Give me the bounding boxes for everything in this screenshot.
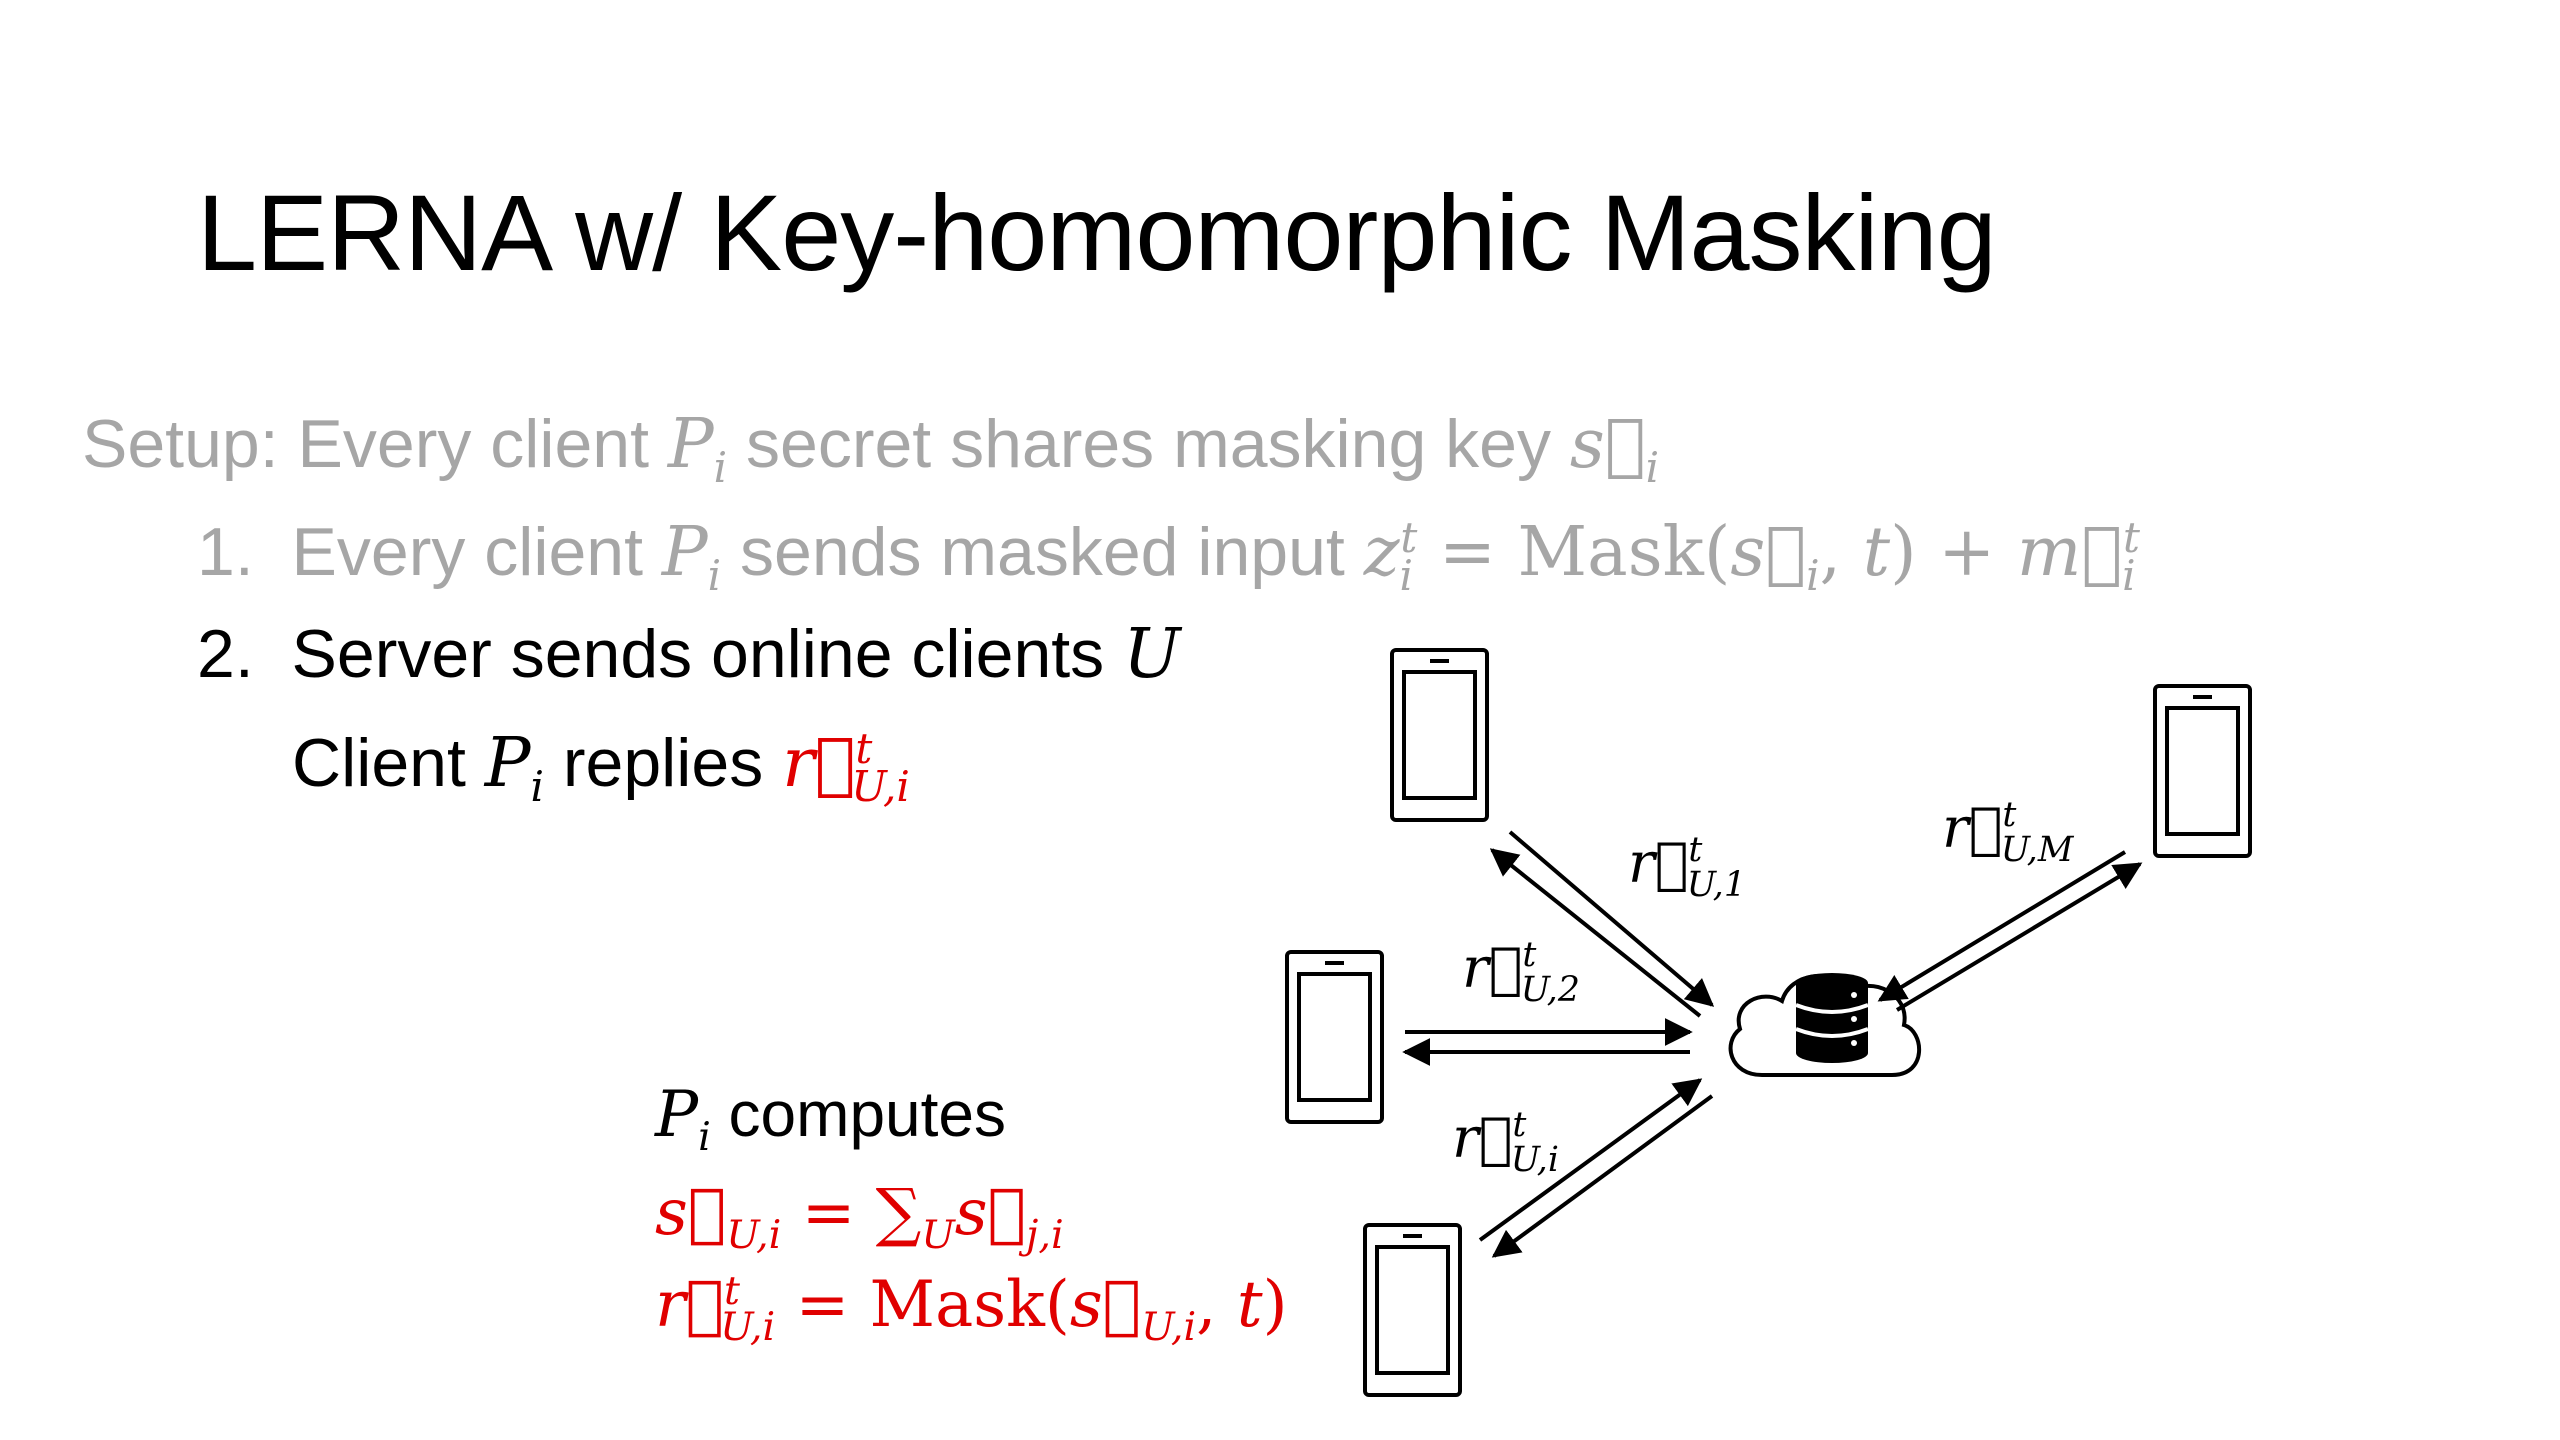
step1-number: 1. — [197, 514, 254, 591]
eq2-r: r⃗ — [655, 1268, 724, 1342]
step1-m-sub: i — [2122, 550, 2136, 600]
arrow-from-server-1 — [1489, 848, 1702, 1018]
step1-s: s⃗ — [1730, 513, 1807, 593]
label-sup: t — [1522, 935, 1537, 975]
arrow-from-server-i — [1491, 1094, 1714, 1258]
step1-z: z — [1363, 513, 1400, 593]
setup-text-a: Every client — [297, 406, 668, 482]
eq1-s: s⃗ — [655, 1176, 727, 1250]
step2-line: 2. Server sends online clients U — [197, 620, 1180, 689]
computes-p: P — [655, 1078, 699, 1152]
eq1-sub2: j,i — [1026, 1211, 1064, 1258]
eq2-s: s⃗ — [1069, 1268, 1142, 1342]
step1-z-sup: t — [1400, 513, 1418, 562]
eq1-s2: s⃗ — [954, 1176, 1027, 1250]
computes-label: computes — [710, 1078, 1007, 1150]
label-sub-i: U,i — [1510, 1139, 1559, 1180]
eq1-sub: U,i — [726, 1211, 782, 1258]
step2-u: U — [1123, 615, 1181, 694]
arrow-to-server-M — [1877, 850, 2127, 1002]
step1-text-b: sends masked input — [721, 514, 1364, 591]
label-sub-1: U,1 — [1686, 864, 1746, 905]
step1-m: m⃗ — [2016, 513, 2123, 593]
setup-text-b: secret shares masking key — [727, 406, 1570, 482]
label-r: r⃗ — [1942, 795, 2003, 861]
step2-r: r⃗ — [782, 724, 856, 804]
setup-s-sub: i — [1645, 442, 1660, 492]
arrow-from-server-M — [1895, 862, 2143, 1012]
step1-text-a: Every client — [291, 514, 662, 591]
step2-text-a: Server sends online clients — [291, 616, 1124, 692]
arrow-to-server-1 — [1508, 830, 1715, 1007]
eq2-close: ) — [1262, 1268, 1288, 1342]
eq1-u: U — [921, 1211, 955, 1258]
phone-icon — [1285, 950, 1384, 1124]
step1-comma: , — [1819, 513, 1863, 593]
step1-i: i — [707, 550, 722, 600]
label-r-U1: r⃗tU,1 — [1628, 830, 1746, 905]
setup-label: Setup: — [82, 406, 279, 482]
cloud-database-icon — [1728, 973, 1922, 1077]
step1-z-sub: i — [1399, 550, 1414, 600]
setup-s: s⃗ — [1569, 405, 1646, 484]
phone-icon — [2153, 684, 2252, 858]
computes-i: i — [698, 1113, 711, 1160]
step1-plus: ) + — [1890, 513, 2017, 593]
step1-eq: = Mask( — [1417, 513, 1731, 593]
arrow-to-server-i — [1478, 1078, 1703, 1242]
step2-r-sub: U,i — [851, 761, 910, 811]
label-sub-M: U,M — [2000, 829, 2074, 870]
step2-number: 2. — [197, 616, 254, 692]
phone-icon — [1363, 1223, 1462, 1397]
computes-eq1: s⃗U,i = ∑Us⃗j,i — [655, 1180, 1064, 1256]
slide-title: LERNA w/ Key-homomorphic Masking — [197, 172, 1997, 293]
step2-p: P — [484, 724, 531, 804]
step1-s-sub: i — [1806, 550, 1820, 600]
eq2-comma: , — [1196, 1268, 1237, 1342]
label-r: r⃗ — [1462, 935, 1523, 1001]
label-r-Ui: r⃗tU,i — [1452, 1105, 1559, 1180]
label-r: r⃗ — [1628, 830, 1689, 896]
eq2-ssub: U,i — [1141, 1303, 1197, 1350]
setup-p: P — [667, 405, 714, 484]
label-sub-2: U,2 — [1520, 969, 1580, 1010]
step1-m-sup: t — [2123, 513, 2140, 562]
setup-i: i — [713, 442, 728, 492]
eq2-mid: = Mask( — [775, 1268, 1070, 1342]
label-sup: t — [2002, 795, 2017, 835]
eq1-mid: = ∑ — [781, 1176, 922, 1250]
step2-reply-line: Client Pi replies r⃗tU,i — [292, 725, 910, 811]
eq2-sup: t — [724, 1268, 740, 1315]
setup-line: Setup: Every client Pi secret shares mas… — [82, 410, 1659, 489]
step1-p: P — [661, 513, 708, 593]
eq2-sub: U,i — [720, 1303, 776, 1350]
label-sup: t — [1512, 1105, 1527, 1145]
label-r: r⃗ — [1452, 1105, 1513, 1171]
computes-line: Pi computes — [655, 1082, 1006, 1158]
step1-t: t — [1862, 513, 1891, 593]
step2-r-sup: t — [855, 724, 873, 773]
computes-eq2: r⃗tU,i = Mask(s⃗U,i, t) — [655, 1271, 1288, 1350]
step1-line: 1. Every client Pi sends masked input zi… — [197, 514, 2140, 600]
label-r-U2: r⃗tU,2 — [1462, 935, 1580, 1010]
label-r-UM: r⃗tU,M — [1942, 795, 2073, 870]
label-sup: t — [1688, 830, 1703, 870]
step2-reply-b: replies — [544, 725, 783, 802]
phone-icon — [1390, 648, 1489, 822]
eq2-t: t — [1236, 1268, 1263, 1342]
step2-i: i — [530, 761, 544, 811]
step2-reply-a: Client — [292, 725, 485, 802]
